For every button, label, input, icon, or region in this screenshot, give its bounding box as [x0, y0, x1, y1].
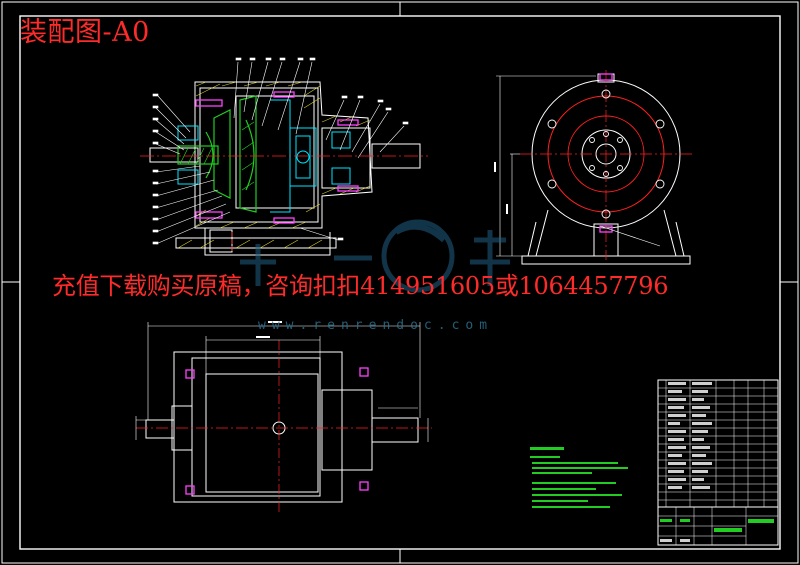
- front-section-view: [140, 57, 428, 256]
- parts-list: [657, 379, 779, 508]
- side-view: [494, 70, 692, 265]
- drawing-title: 装配图-A0: [20, 17, 150, 48]
- watermark-url: www.renrendoc.com: [258, 318, 494, 333]
- purchase-banner: 充值下载购买原稿，咨询扣扣414951605或1064457796: [52, 272, 669, 300]
- title-block: [657, 506, 779, 546]
- technical-notes: [530, 447, 628, 508]
- watermark-logo: [240, 219, 510, 293]
- top-view: [135, 321, 432, 512]
